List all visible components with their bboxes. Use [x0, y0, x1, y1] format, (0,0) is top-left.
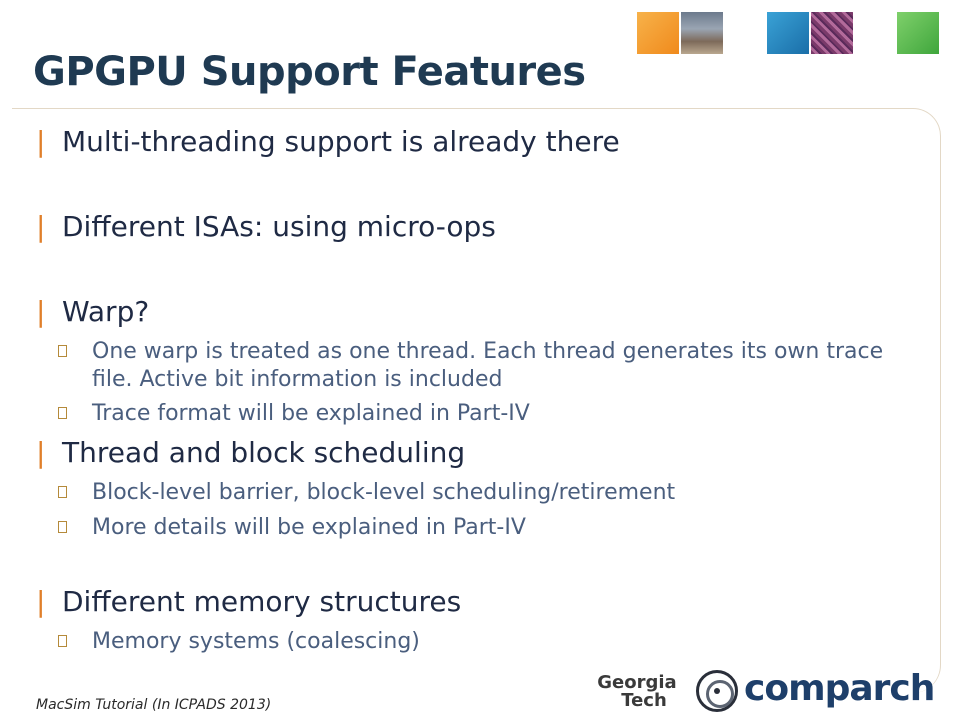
- sub-bullet-barrier: Block-level barrier, block-level schedul…: [58, 479, 675, 507]
- bullet-text: Warp?: [62, 295, 150, 328]
- bullet-memory: | Different memory structures: [36, 585, 461, 618]
- green-tile: [897, 12, 939, 54]
- bullet-text: Different memory structures: [62, 585, 462, 618]
- bullet-mark: |: [36, 585, 46, 618]
- sub-bullet-text: One warp is treated as one thread. Each …: [92, 339, 884, 392]
- sub-bullet-marker: [58, 521, 67, 533]
- orange-tile: [637, 12, 679, 54]
- blue-tile: [767, 12, 809, 54]
- sub-bullet-marker: [58, 407, 67, 419]
- bullet-scheduling: | Thread and block scheduling: [36, 436, 465, 469]
- bullet-text: Multi-threading support is already there: [62, 125, 620, 158]
- campus-photo-tile: [681, 12, 723, 54]
- sub-bullet-marker: [58, 486, 67, 498]
- bullet-mark: |: [36, 436, 46, 469]
- bullet-isas: | Different ISAs: using micro-ops: [36, 210, 496, 243]
- slide-title: GPGPU Support Features: [33, 49, 586, 95]
- sub-bullet-trace-format: Trace format will be explained in Part-I…: [58, 400, 530, 428]
- sub-bullet-text: Block-level barrier, block-level schedul…: [92, 480, 676, 505]
- chip-photo-tile: [811, 12, 853, 54]
- comparch-swirl-icon: [696, 670, 738, 712]
- content-frame: [12, 108, 941, 693]
- bullet-mark: |: [36, 125, 46, 158]
- header-image-tiles: [0, 12, 960, 54]
- georgia-tech-logo-line1: Georgia: [597, 672, 677, 693]
- bullet-warp: | Warp?: [36, 295, 149, 328]
- bullet-mark: |: [36, 295, 46, 328]
- sub-bullet-marker: [58, 635, 67, 647]
- bullet-multithreading: | Multi-threading support is already ther…: [36, 125, 620, 158]
- sub-bullet-text: Trace format will be explained in Part-I…: [92, 401, 530, 426]
- georgia-tech-logo-line2: Tech: [621, 690, 667, 711]
- sub-bullet-warp-thread: One warp is treated as one thread. Each …: [58, 338, 908, 394]
- bullet-mark: |: [36, 210, 46, 243]
- comparch-logo: comparch: [744, 668, 935, 709]
- bullet-text: Thread and block scheduling: [62, 436, 466, 469]
- footer-citation: MacSim Tutorial (In ICPADS 2013): [36, 697, 272, 713]
- sub-bullet-more-details: More details will be explained in Part-I…: [58, 514, 526, 542]
- georgia-tech-logo: Georgia Tech: [592, 674, 682, 710]
- sub-bullet-memory-systems: Memory systems (coalescing): [58, 628, 420, 656]
- bullet-text: Different ISAs: using micro-ops: [62, 210, 496, 243]
- sub-bullet-marker: [58, 345, 67, 357]
- sub-bullet-text: More details will be explained in Part-I…: [92, 515, 526, 540]
- sub-bullet-text: Memory systems (coalescing): [92, 629, 420, 654]
